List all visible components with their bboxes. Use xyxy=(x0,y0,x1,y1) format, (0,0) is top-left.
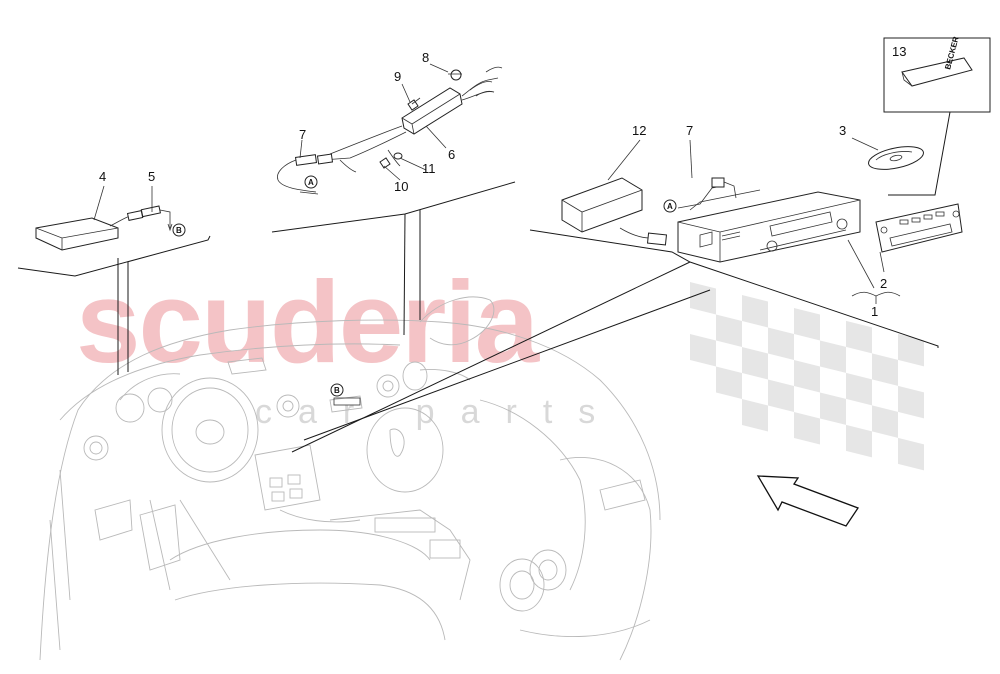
cd-disc-icon xyxy=(868,146,924,170)
radio-faceplate xyxy=(875,203,963,253)
callout-8: 8 xyxy=(422,50,429,65)
callout-12: 12 xyxy=(632,123,646,138)
callout-9: 9 xyxy=(394,69,401,84)
callout-2: 2 xyxy=(880,276,887,291)
callout-1: 1 xyxy=(871,304,878,319)
callout-7-left: 7 xyxy=(299,127,306,142)
callout-7-right: 7 xyxy=(686,123,693,138)
callout-3: 3 xyxy=(839,123,846,138)
antenna-module xyxy=(35,215,131,251)
callout-4: 4 xyxy=(99,169,106,184)
harness-module xyxy=(277,66,503,193)
connector-a-left: A xyxy=(308,178,314,187)
manual-booklet-icon: BECKER xyxy=(883,35,991,113)
connector-markers: A A B B xyxy=(172,175,677,406)
connector-b-left: B xyxy=(176,226,182,235)
callout-5: 5 xyxy=(148,169,155,184)
direction-arrow-icon xyxy=(756,475,859,527)
callouts: 4 5 7 8 9 6 11 10 12 7 3 13 2 1 xyxy=(99,44,906,319)
watermark-subtitle: car parts xyxy=(255,393,621,431)
radio-head-unit xyxy=(677,189,861,263)
antenna-connector xyxy=(126,205,173,232)
callout-10: 10 xyxy=(394,179,408,194)
section-boundaries xyxy=(17,111,951,453)
connector-a-right: A xyxy=(667,202,673,211)
car-interior-drawing xyxy=(39,296,661,661)
callout-13: 13 xyxy=(892,44,906,59)
checker-flag-watermark xyxy=(690,282,924,471)
callout-6: 6 xyxy=(448,147,455,162)
radio-harness xyxy=(619,177,737,246)
callout-11: 11 xyxy=(422,161,436,176)
trim-cover xyxy=(561,177,643,233)
connector-b-dash: B xyxy=(334,386,340,395)
callout-leaders xyxy=(93,63,901,304)
